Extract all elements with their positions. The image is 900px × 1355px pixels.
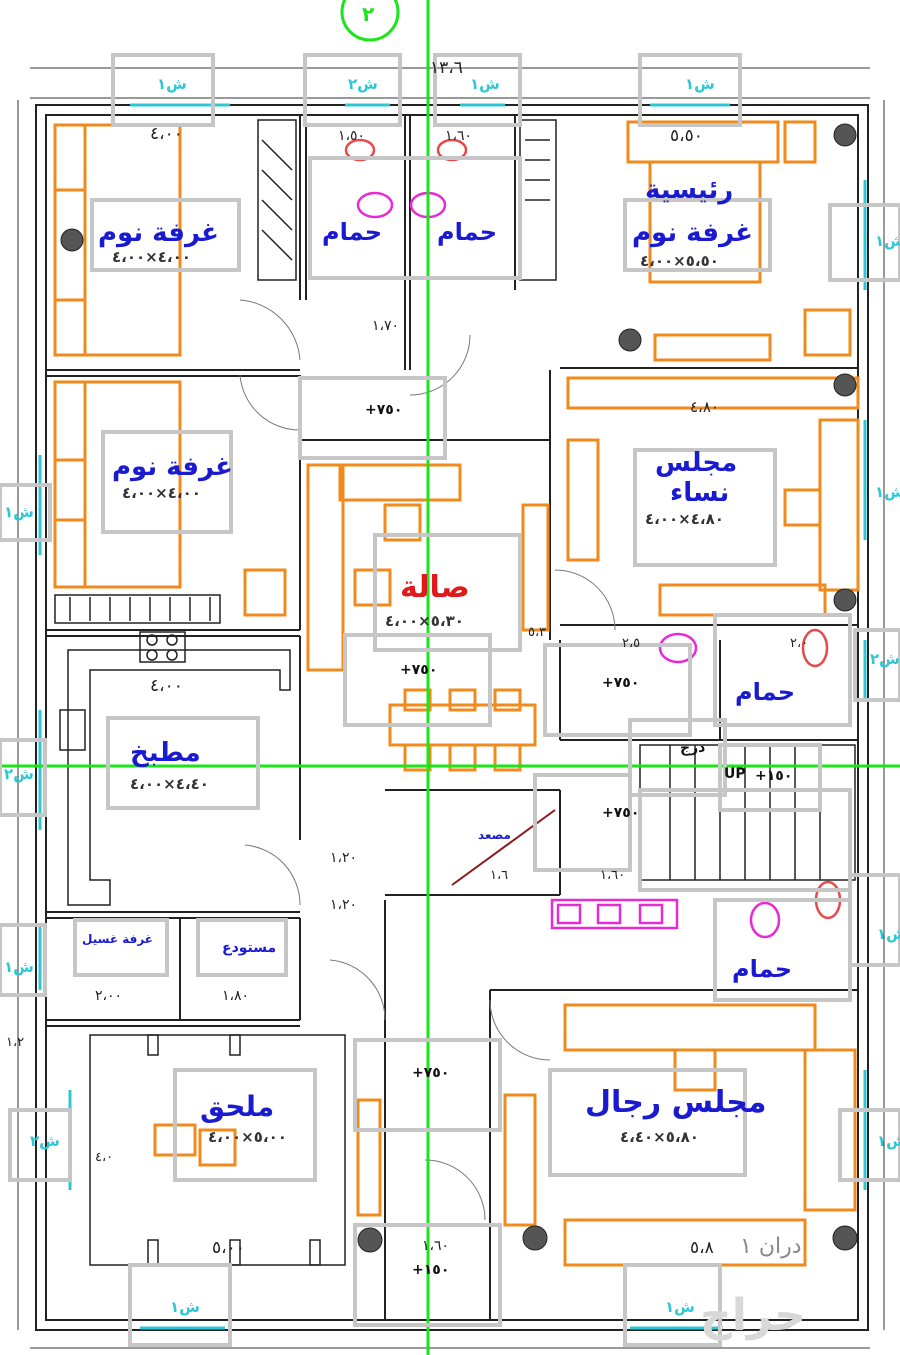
- hall-size: ٥،٣٠×٤،٠٠: [385, 612, 464, 630]
- dim-top-overall: ١٣،٦: [430, 58, 463, 78]
- window-tag-11: ش١: [877, 925, 900, 943]
- window-tag-12: ش٢: [30, 1132, 60, 1150]
- dim-women-width: ٤،٨٠: [690, 398, 720, 416]
- annex-room: [89, 1034, 346, 1266]
- dim-annex-width: ٥،٠٠: [212, 1238, 245, 1258]
- dim-corridor: ١،٧٠: [372, 318, 400, 334]
- dim-corr-1: ١،٢٠: [330, 850, 358, 866]
- kitchen-counter: [59, 631, 291, 906]
- dim-bed1-width: ٤،٠٠: [150, 124, 183, 144]
- dim-storage: ١،٨٠: [222, 988, 250, 1004]
- women-majlis-line1: مجلس: [655, 448, 738, 478]
- bath-4-label: حمام: [732, 955, 792, 983]
- window-tag-4: ش١: [685, 75, 715, 93]
- furniture: [53, 120, 860, 1267]
- window-tag-6: ش١: [875, 483, 900, 501]
- annex-label: ملحق: [200, 1090, 275, 1123]
- dimension-lines: [17, 67, 885, 1349]
- bedroom-mid-left-size: ٤،٠٠×٤،٠٠: [122, 484, 201, 502]
- laundry-label: غرفة غسيل: [82, 932, 153, 946]
- bedroom-top-left-label: غرفة نوم: [98, 218, 219, 248]
- kitchen-size: ٤،٤٠×٤،٠٠: [130, 775, 209, 793]
- storage-label: مستودع: [222, 940, 277, 956]
- level-stair-top: +١٥٠: [755, 768, 793, 784]
- level-text: دران ١: [740, 1234, 802, 1259]
- axis-marker: ٢: [362, 2, 375, 26]
- women-majlis-line2: نساء: [670, 478, 730, 508]
- dim-entry: ١،٦٠: [422, 1238, 450, 1254]
- dim-left-small: ١،٢: [6, 1035, 25, 1050]
- dim-small: ١،٦: [490, 868, 509, 883]
- bath-3-label: حمام: [735, 678, 795, 706]
- window-tag-13: ش١: [877, 1132, 900, 1150]
- annotation-boxes: [0, 53, 900, 1347]
- window-tag-5: ش١: [875, 232, 900, 250]
- stair-text-label: درج: [680, 740, 706, 756]
- level-women-entry: +٧٥٠: [602, 675, 640, 691]
- level-corridor: +٧٥٠: [365, 402, 403, 418]
- annex-size: ٥،٠٠×٤،٠٠: [208, 1128, 287, 1146]
- master-bedroom-line1: رئيسية: [645, 175, 734, 205]
- women-majlis-size: ٤،٨٠×٤،٠٠: [645, 510, 724, 528]
- dim-master-width: ٥،٥٠: [670, 126, 703, 146]
- doors: [239, 299, 616, 1221]
- dim-corr-2: ١،٢٠: [330, 897, 358, 913]
- level-stair-landing: +٧٥٠: [602, 805, 640, 821]
- dim-kitchen-width: ٤،٠٠: [150, 676, 183, 696]
- window-tag-2: ش٢: [348, 75, 378, 93]
- stair-up-label: UP: [724, 766, 746, 782]
- dim-annex-side: ٤،٠: [95, 1150, 114, 1165]
- dim-laundry: ٢،٠٠: [95, 988, 123, 1004]
- window-tag-3: ش١: [470, 75, 500, 93]
- level-hall: +٧٥٠: [400, 662, 438, 678]
- window-tag-10: ش١: [4, 958, 34, 976]
- bath-fixtures: [356, 191, 781, 939]
- bath-2-label: حمام: [437, 218, 497, 246]
- men-majlis-size: ٥،٨٠×٤،٤٠: [620, 1128, 699, 1146]
- level-entry-mid: +٧٥٠: [412, 1065, 450, 1081]
- dim-side-1: ٥،٣: [528, 625, 547, 640]
- dim-stair: ١،٦٠: [600, 868, 626, 883]
- window-tag-7: ش١: [4, 503, 34, 521]
- column-markers: [60, 123, 858, 1253]
- window-tag-9: ش٢: [4, 765, 34, 783]
- window-tag-15: ش١: [665, 1298, 695, 1316]
- bath-1-label: حمام: [322, 218, 382, 246]
- small-room-label: مصعد: [478, 828, 511, 842]
- hall-label: صالة: [400, 570, 470, 605]
- men-majlis-label: مجلس رجال: [585, 1085, 767, 1120]
- master-bedroom-size: ٥،٥٠×٤،٠٠: [640, 252, 719, 270]
- dim-men-width: ٥،٨: [690, 1238, 714, 1258]
- dim-side-2: ٢،٥: [622, 636, 641, 651]
- window-tag-1: ش١: [157, 75, 187, 93]
- watermark: حراج: [700, 1290, 806, 1341]
- bedroom-top-left-size: ٤،٠٠×٤،٠٠: [112, 248, 191, 266]
- kitchen-label: مطبخ: [130, 738, 201, 768]
- master-bedroom-line2: غرفة نوم: [632, 218, 753, 248]
- dim-side-3: ٢،٠: [790, 636, 809, 651]
- window-tag-14: ش١: [170, 1298, 200, 1316]
- level-entry-bottom: +١٥٠: [412, 1262, 450, 1278]
- dim-bath1-width: ١،٥٠: [338, 128, 366, 144]
- wardrobes: [54, 119, 557, 624]
- dim-bath2-width: ١،٦٠: [445, 128, 473, 144]
- bedroom-mid-left-label: غرفة نوم: [112, 452, 233, 482]
- window-tag-8: ش٢: [870, 650, 900, 668]
